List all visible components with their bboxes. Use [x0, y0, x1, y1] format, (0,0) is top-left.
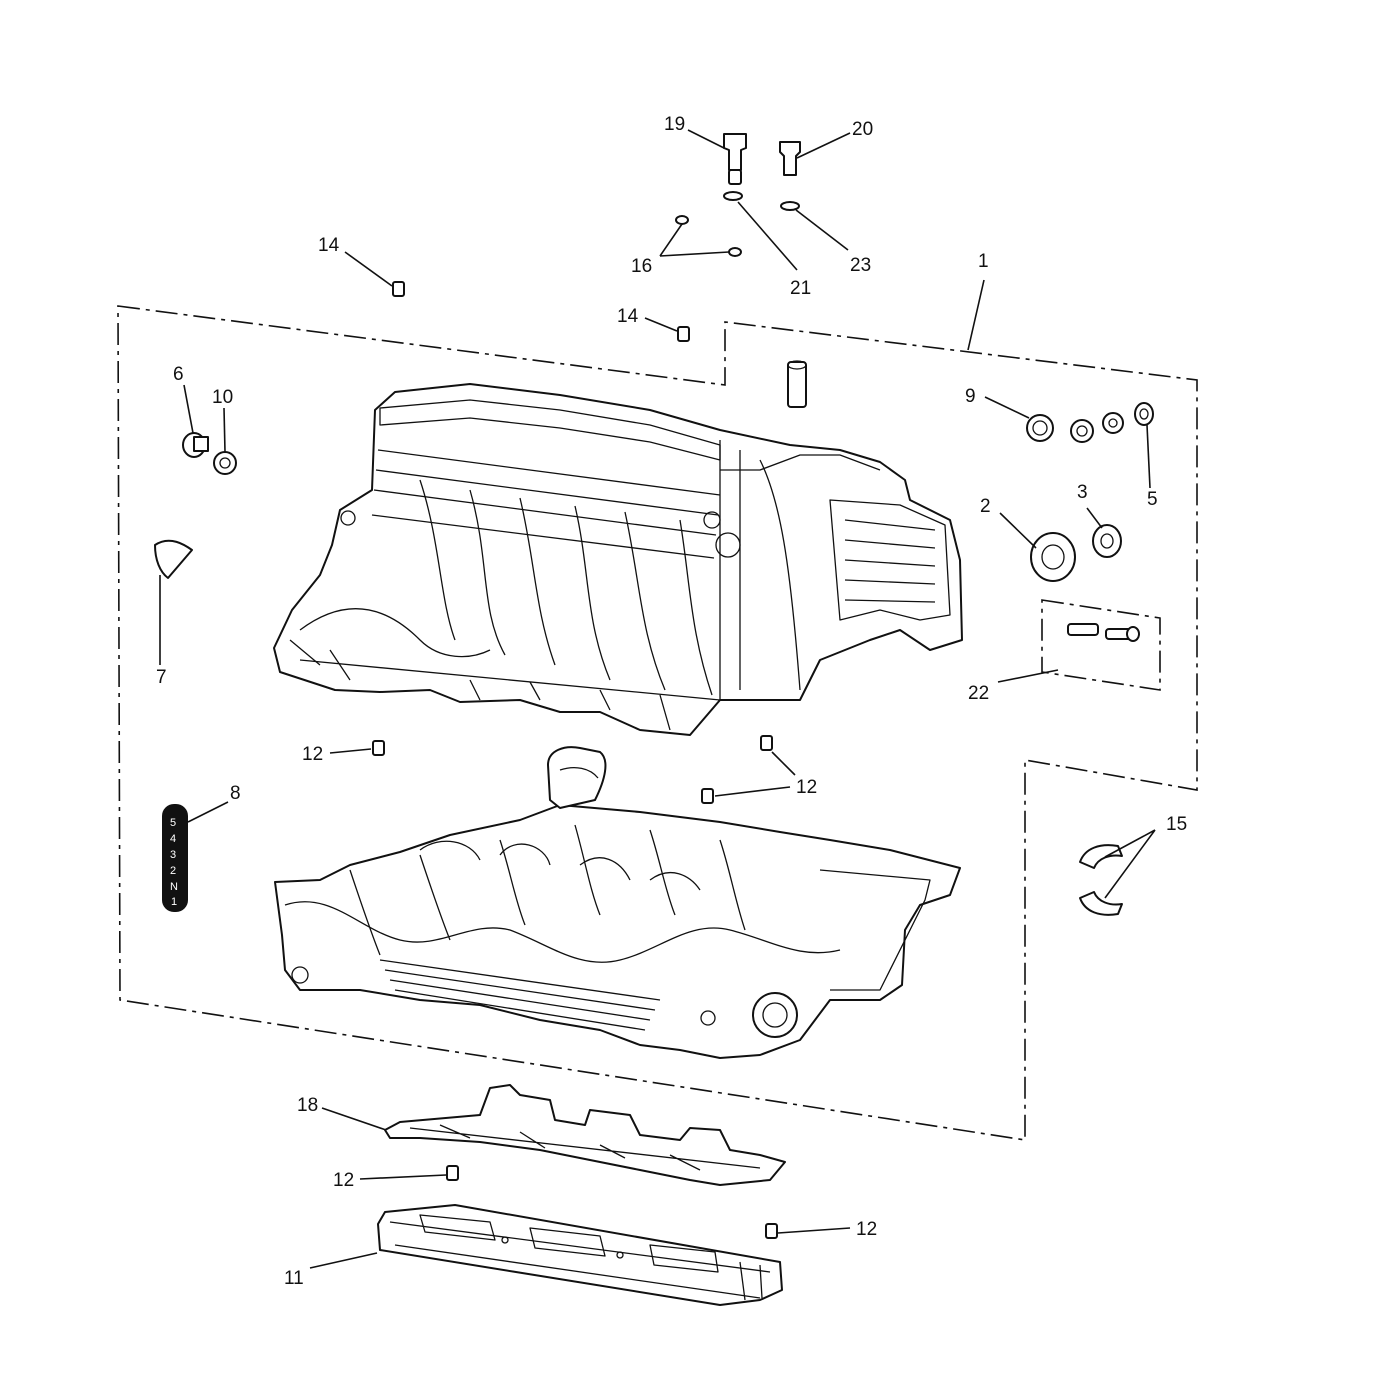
- callout-2: 2: [980, 496, 991, 517]
- callout-7: 7: [156, 667, 167, 688]
- callout-14b: 14: [617, 306, 639, 327]
- dowel-12d: [446, 1165, 459, 1181]
- stud-set-22: [1041, 599, 1161, 691]
- plug-16a: [675, 215, 689, 225]
- plate-7: [154, 539, 193, 579]
- gear-mark-n: N: [170, 881, 178, 893]
- seal-9: [1026, 412, 1124, 443]
- dowel-12b: [760, 735, 773, 751]
- gear-mark-1: 1: [171, 896, 177, 908]
- callout-18: 18: [297, 1095, 318, 1116]
- callout-5: 5: [1147, 489, 1158, 510]
- dowel-12a: [372, 740, 385, 756]
- callout-14a: 14: [318, 235, 340, 256]
- o-ring-5: [1134, 402, 1154, 426]
- dowel-12c: [701, 788, 714, 804]
- leader-lines: [159, 129, 1156, 1269]
- callout-21: 21: [790, 278, 811, 299]
- callout-19: 19: [664, 114, 685, 135]
- plug-6: [182, 432, 209, 458]
- bolt-20: [779, 141, 801, 176]
- callout-16: 16: [631, 256, 652, 277]
- callout-15: 15: [1166, 814, 1187, 835]
- dowel-14b: [677, 326, 690, 342]
- gear-mark-2: 2: [170, 865, 176, 877]
- washer-23: [780, 201, 800, 211]
- callout-12c: 12: [333, 1170, 354, 1191]
- assembly-boundary: [117, 305, 1198, 1141]
- callout-12b: 12: [796, 777, 817, 798]
- callout-20: 20: [852, 119, 873, 140]
- callout-3: 3: [1077, 482, 1088, 503]
- washer-21: [723, 191, 743, 201]
- bolt-19: [723, 133, 747, 185]
- callout-1: 1: [978, 251, 989, 272]
- callout-12d: 12: [856, 1219, 877, 1240]
- bearing-2: [1030, 532, 1076, 582]
- callout-9: 9: [965, 386, 976, 407]
- gear-mark-4: 4: [170, 833, 176, 845]
- callout-11: 11: [284, 1268, 304, 1289]
- dowel-14a: [392, 281, 405, 297]
- callout-8: 8: [230, 783, 241, 804]
- bush-3: [1092, 524, 1122, 558]
- baffle-plate: [384, 1084, 786, 1186]
- callout-12a: 12: [302, 744, 323, 765]
- sump-plate: [377, 1204, 783, 1306]
- callout-6: 6: [173, 364, 184, 385]
- bearing-shells-15: [1079, 844, 1123, 916]
- callout-22: 22: [968, 683, 989, 704]
- callout-10: 10: [212, 387, 233, 408]
- dowel-12e: [765, 1223, 778, 1239]
- washer-10: [213, 451, 237, 475]
- gear-indicator-8: 5 4 3 2 N 1: [162, 804, 188, 912]
- gear-mark-5: 5: [170, 817, 176, 829]
- gear-mark-3: 3: [170, 849, 176, 861]
- upper-crankcase: [273, 360, 963, 736]
- plug-16b: [728, 247, 742, 257]
- lower-crankcase: [274, 746, 961, 1059]
- callout-labels: 1 2 3 5 6 7 8 9 10 11 12 12 12 12 14 14 …: [156, 114, 1187, 1289]
- callout-23: 23: [850, 255, 871, 276]
